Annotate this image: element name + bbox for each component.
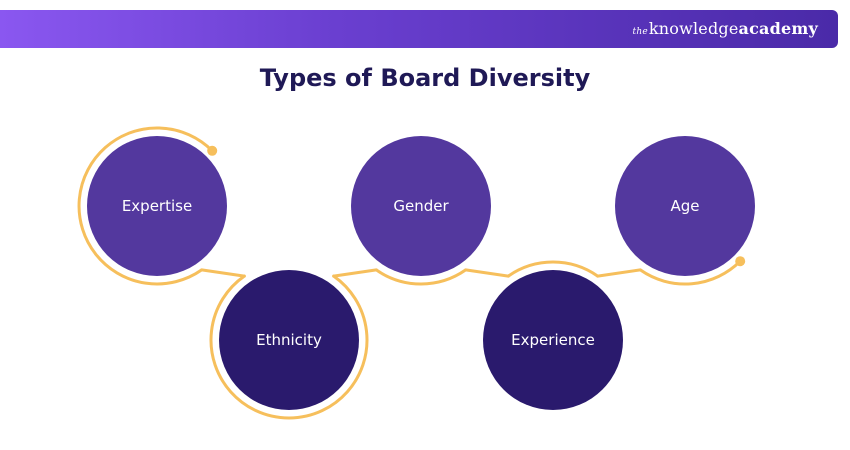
connector-rings — [77, 126, 746, 420]
ring-arc-ethnicity — [209, 274, 369, 420]
connector-line — [596, 268, 642, 278]
header-banner — [0, 10, 838, 48]
connector-line — [464, 268, 510, 278]
node-label: Ethnicity — [256, 331, 322, 349]
node-circle — [483, 270, 623, 410]
ring-arc-gender — [374, 268, 468, 286]
connector-line — [200, 268, 246, 278]
brand-bold: academy — [738, 19, 818, 38]
node-label: Expertise — [122, 197, 192, 215]
ring-arc-expertise — [77, 126, 214, 286]
node-experience: Experience — [483, 270, 623, 410]
node-age: Age — [615, 136, 755, 276]
node-expertise: Expertise — [87, 136, 227, 276]
node-circle — [615, 136, 755, 276]
node-ethnicity: Ethnicity — [219, 270, 359, 410]
ring-arc-experience — [506, 260, 600, 278]
node-gender: Gender — [351, 136, 491, 276]
ring-end-dot — [207, 145, 218, 156]
brand-main: knowledge — [648, 19, 739, 38]
node-circle — [87, 136, 227, 276]
connector-line — [332, 268, 378, 278]
node-label: Age — [670, 197, 699, 215]
node-circle — [219, 270, 359, 410]
brand-prefix: the — [632, 27, 648, 37]
page-title: Types of Board Diversity — [259, 64, 591, 92]
node-circle — [351, 136, 491, 276]
node-label: Gender — [393, 197, 449, 215]
ring-arc-age — [638, 259, 742, 286]
brand-logo: theknowledgeacademy — [633, 19, 819, 38]
ring-end-dot — [735, 256, 746, 267]
node-label: Experience — [511, 331, 595, 349]
